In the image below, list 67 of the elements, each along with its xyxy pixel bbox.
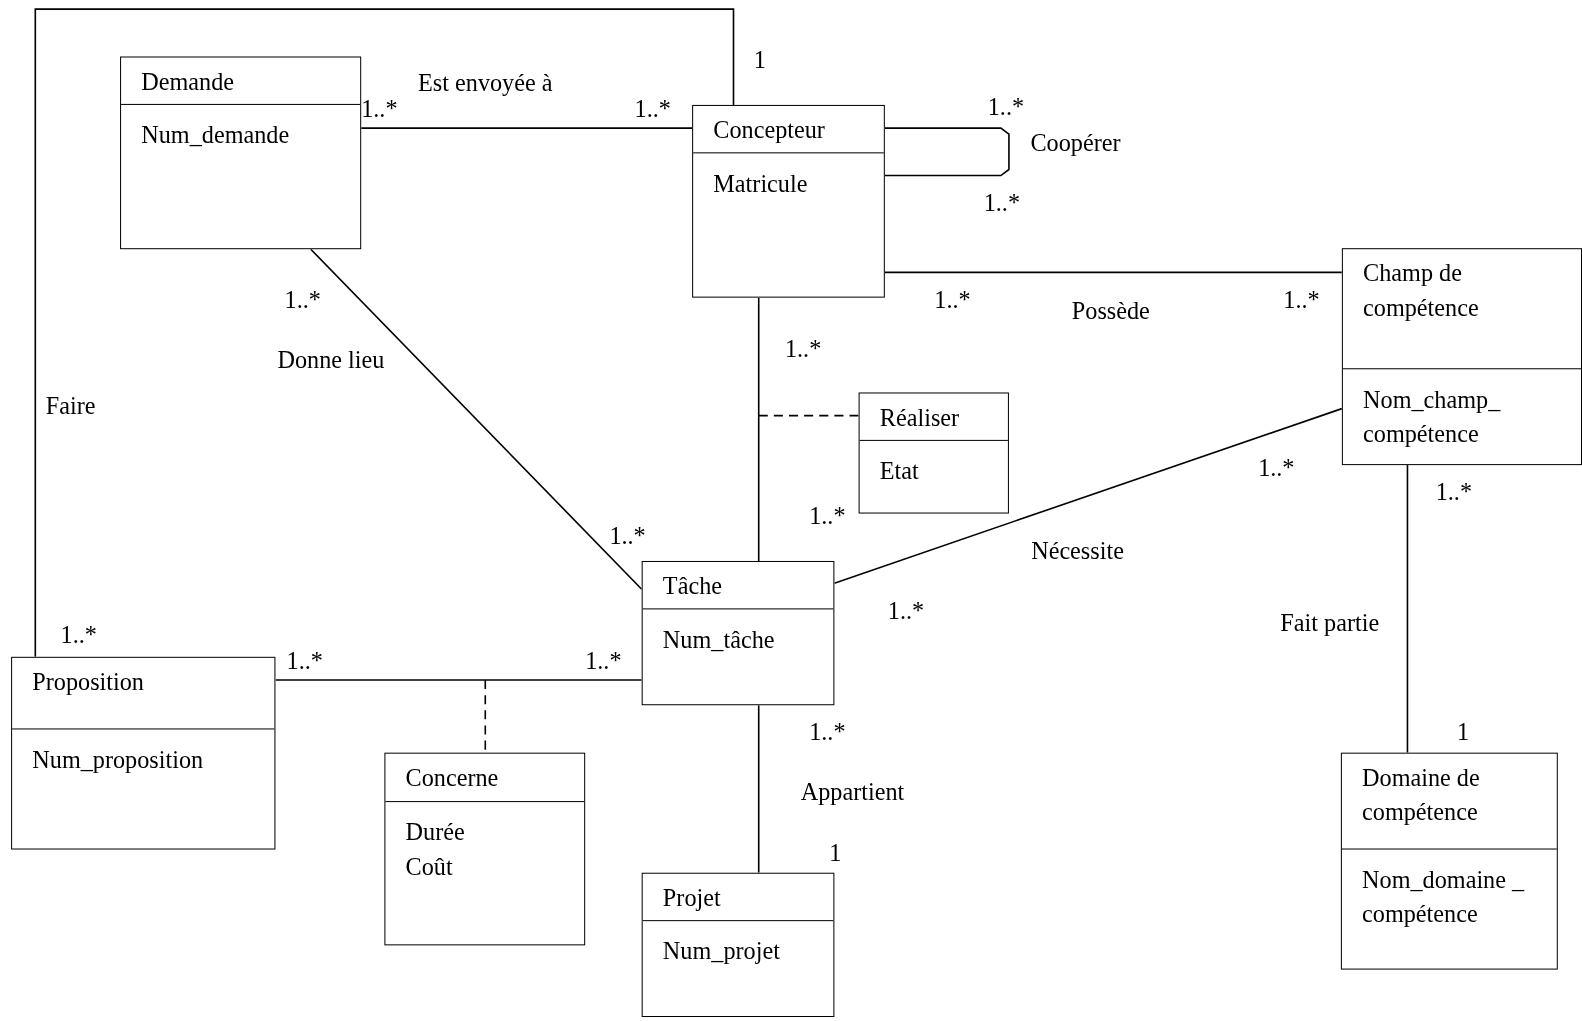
- class-box: [1340, 752, 1558, 970]
- class-name: Proposition: [32, 667, 144, 698]
- association-line: [884, 127, 1010, 177]
- multiplicity: 1..*: [361, 94, 398, 124]
- association-line: [274, 679, 643, 681]
- association-line: [34, 8, 735, 658]
- class-box: [1341, 248, 1582, 466]
- association-line: [757, 704, 760, 874]
- association-label: Coopérer: [1030, 128, 1121, 158]
- attribute-name: Num_tâche: [662, 625, 775, 655]
- class-name: Tâche: [662, 572, 722, 602]
- attribute-name: Matricule: [713, 169, 808, 199]
- association-line: [757, 296, 760, 562]
- association-label: Nécessite: [1031, 536, 1124, 566]
- multiplicity: 1..*: [286, 646, 323, 676]
- class-name: Réaliser: [879, 403, 960, 433]
- multiplicity: 1..*: [934, 286, 971, 316]
- association-line: [884, 271, 1343, 274]
- association-line: [360, 127, 693, 129]
- multiplicity: 1: [1456, 717, 1469, 747]
- class-box: [11, 656, 276, 850]
- attribute-name: Etat: [879, 457, 919, 487]
- class-name: Projet: [662, 883, 721, 914]
- class-name: Champ de compétence: [1363, 259, 1480, 323]
- association-label: Appartient: [800, 777, 905, 807]
- class-name: Concerne: [405, 763, 499, 793]
- multiplicity: 1..*: [60, 621, 97, 651]
- association-label: Donne lieu: [277, 345, 385, 375]
- multiplicity: 1..*: [1283, 286, 1320, 316]
- multiplicity: 1..*: [1435, 477, 1473, 507]
- association-label: Fait partie: [1280, 609, 1380, 639]
- attribute-name: Coût: [405, 852, 453, 882]
- class-box: [120, 56, 362, 250]
- association-line: [1406, 464, 1409, 754]
- attribute-name: Num_demande: [141, 121, 290, 151]
- attribute-name: Num_proposition: [32, 745, 204, 775]
- class-box: [858, 392, 1009, 514]
- multiplicity: 1..*: [987, 92, 1025, 122]
- association-line: [309, 248, 643, 591]
- association-line: [833, 407, 1343, 584]
- multiplicity: 1..*: [585, 646, 622, 676]
- multiplicity: 1..*: [809, 502, 846, 532]
- multiplicity: 1..*: [784, 334, 822, 364]
- class-name: Demande: [141, 67, 235, 97]
- multiplicity: 1: [829, 839, 842, 869]
- attribute-name: Durée: [405, 818, 465, 848]
- attribute-name: Nom_domaine _ compétence: [1362, 865, 1526, 929]
- multiplicity: 1..*: [983, 189, 1021, 219]
- multiplicity: 1..*: [887, 596, 925, 626]
- class-box: [384, 752, 586, 946]
- multiplicity: 1..*: [609, 522, 646, 552]
- attribute-name: Nom_champ_ compétence: [1363, 385, 1502, 449]
- class-box: [641, 872, 835, 1017]
- association-class-link: [757, 414, 860, 417]
- multiplicity: 1: [753, 46, 766, 76]
- association-label: Faire: [45, 392, 96, 422]
- class-box: [692, 104, 885, 298]
- association-label: Possède: [1071, 297, 1150, 327]
- association-label: Est envoyée à: [418, 69, 553, 99]
- multiplicity: 1..*: [634, 94, 671, 124]
- class-name: Concepteur: [713, 116, 825, 146]
- attribute-name: Num_projet: [662, 937, 780, 967]
- class-box: [641, 560, 835, 706]
- multiplicity: 1..*: [1258, 453, 1295, 483]
- multiplicity: 1..*: [809, 717, 846, 747]
- class-name: Domaine de compétence: [1362, 763, 1481, 827]
- multiplicity: 1..*: [284, 286, 321, 316]
